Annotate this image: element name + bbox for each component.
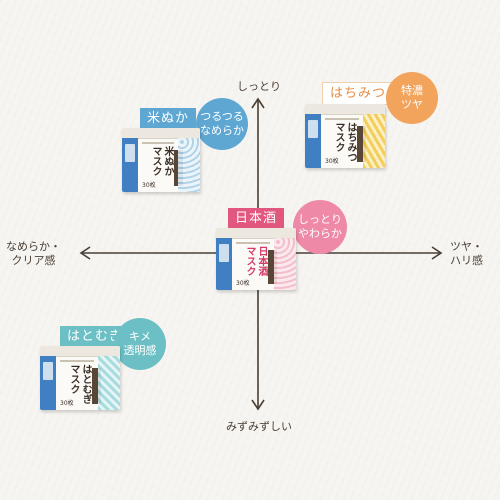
product-tag-job-tears: はとむぎ — [60, 326, 131, 347]
box-title-1: 日本酒 — [256, 246, 267, 276]
feature-line1: つるつる — [200, 110, 244, 123]
axis-label-right-line1: ツヤ・ — [450, 240, 483, 253]
box-title-1: 米ぬか — [162, 146, 173, 176]
axis-label-left-line1: なめらか・ — [6, 240, 61, 253]
product-box-rice-bran: 米ぬか マスク 30枚 — [122, 128, 200, 192]
feature-line1: 特濃 — [401, 84, 423, 97]
box-title-2: マスク — [68, 364, 79, 394]
axis-label-right: ツヤ・ ハリ感 — [450, 240, 483, 268]
box-title-2: マスク — [244, 246, 255, 276]
box-count: 30枚 — [142, 182, 156, 189]
box-count: 30枚 — [325, 158, 339, 165]
feature-circle-rice-bran: つるつる なめらか — [196, 98, 248, 150]
feature-line1: しっとり — [298, 213, 342, 226]
arrow-left-icon — [79, 246, 91, 260]
arrow-up-icon — [251, 97, 265, 109]
feature-line2: 透明感 — [123, 344, 157, 357]
axis-label-top: しっとり — [237, 80, 281, 93]
product-box-sake: 日本酒 マスク 30枚 — [216, 228, 296, 290]
box-count: 30枚 — [236, 280, 250, 287]
arrow-right-icon — [431, 246, 443, 260]
feature-line1: キメ — [129, 330, 151, 343]
product-box-job-tears: はとむぎ マスク 30枚 — [40, 346, 120, 410]
feature-circle-honey: 特濃 ツヤ — [386, 72, 438, 124]
axis-label-left: なめらか・ クリア感 — [6, 240, 61, 268]
axis-label-bottom: みずみずしい — [226, 420, 292, 433]
box-title-1: はとむぎ — [80, 364, 91, 404]
product-tag-rice-bran: 米ぬか — [140, 108, 197, 129]
product-tag-honey: はちみつ — [322, 82, 395, 105]
feature-line2: なめらか — [200, 124, 244, 137]
feature-circle-sake: しっとり やわらか — [293, 200, 347, 254]
box-title-1: はちみつ — [345, 122, 356, 162]
product-box-honey: はちみつ マスク 30枚 — [305, 104, 385, 168]
box-title-2: マスク — [150, 146, 161, 176]
feature-line2: やわらか — [298, 227, 342, 240]
feature-line2: ツヤ — [401, 98, 423, 111]
axis-label-right-line2: ハリ感 — [450, 254, 483, 267]
feature-circle-job-tears: キメ 透明感 — [114, 318, 166, 370]
box-count: 30枚 — [60, 400, 74, 407]
box-title-2: マスク — [333, 122, 344, 152]
axis-label-left-line2: クリア感 — [11, 254, 56, 267]
product-tag-sake: 日本酒 — [228, 208, 285, 229]
arrow-down-icon — [251, 399, 265, 411]
